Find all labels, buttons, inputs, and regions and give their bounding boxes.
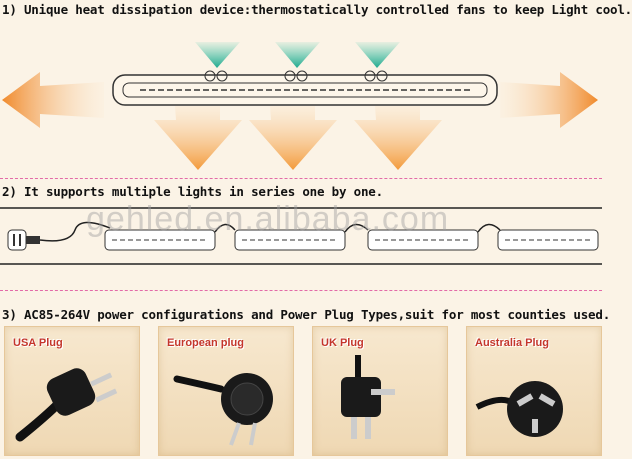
section-divider: [0, 178, 602, 179]
plug-label: Australia Plug: [475, 337, 549, 349]
plug-label: UK Plug: [321, 337, 364, 349]
caption-series-connection: 2) It supports multiple lights in series…: [2, 184, 383, 199]
heat-dissipation-illustration: [2, 42, 598, 170]
plug-panel-usa: USA Plug: [4, 326, 140, 456]
series-light-unit: [234, 229, 346, 251]
heat-arrow-left-icon: [2, 72, 104, 128]
usa-plug-icon: [15, 368, 118, 442]
plug-label: European plug: [167, 337, 244, 349]
fan-airflow-icon: [355, 42, 400, 68]
plug-label: USA Plug: [13, 337, 63, 349]
series-light-unit: [497, 229, 599, 251]
fan-airflow-icon: [275, 42, 320, 68]
heat-arrow-down-icon: [249, 106, 337, 170]
heat-arrow-down-icon: [154, 106, 242, 170]
heat-arrow-right-icon: [500, 72, 598, 128]
plug-panel-uk: UK Plug: [312, 326, 448, 456]
fan-airflow-icon: [195, 42, 240, 68]
series-connection-illustration: [0, 207, 602, 265]
uk-plug-icon: [341, 355, 395, 439]
led-light-panel: [112, 70, 498, 106]
caption-power-plugs: 3) AC85-264V power configurations and Po…: [2, 307, 611, 322]
series-light-unit: [367, 229, 479, 251]
power-plug-icon: [7, 221, 111, 251]
watermark: gehled.en.alibaba.com: [86, 200, 450, 238]
series-light-unit: [104, 229, 216, 251]
plug-panel-australia: Australia Plug: [466, 326, 602, 456]
australia-plug-icon: [475, 381, 563, 437]
caption-heat-dissipation: 1) Unique heat dissipation device:thermo…: [2, 2, 632, 17]
european-plug-icon: [173, 373, 273, 446]
heat-arrow-down-icon: [354, 106, 442, 170]
section-divider: [0, 290, 602, 291]
plug-panel-european: European plug: [158, 326, 294, 456]
